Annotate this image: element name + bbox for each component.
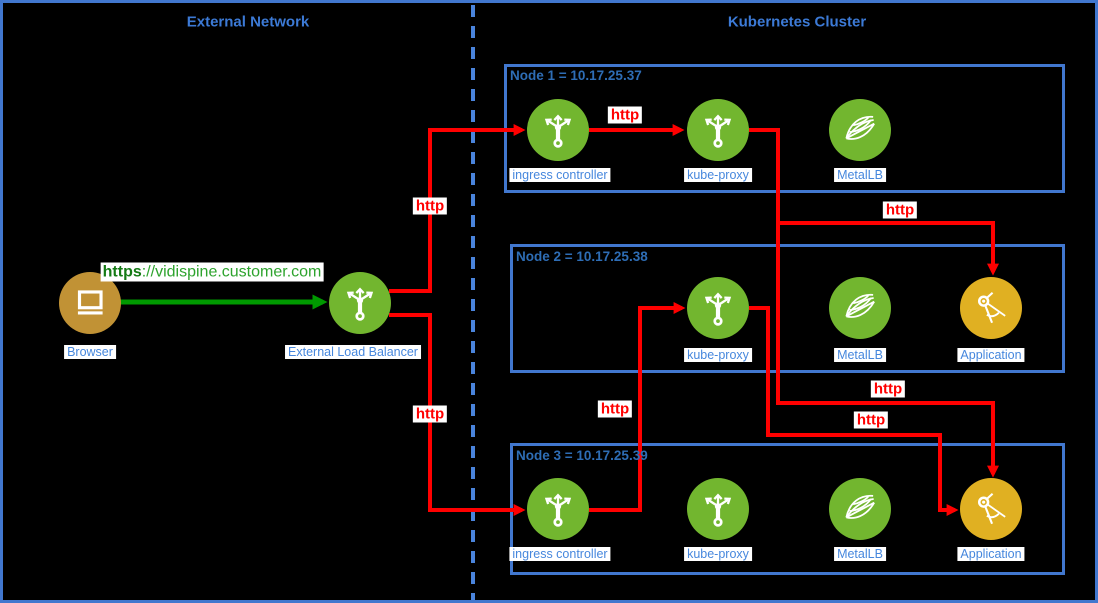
node1-metallb-node [829, 99, 891, 161]
external-load-balancer-node [329, 272, 391, 334]
ingress-controller-icon [537, 109, 579, 151]
http-label-elb-node1: http [412, 197, 448, 215]
application-icon [970, 287, 1012, 329]
browser-node [59, 272, 121, 334]
node3-metallb-node [829, 478, 891, 540]
node2-application-node [960, 277, 1022, 339]
node2-kube-proxy-label: kube-proxy [684, 348, 752, 362]
node3-application-label: Application [957, 547, 1025, 561]
node1-ingress-controller-label: ingress controller [509, 168, 611, 182]
node3-ingress-controller-node [527, 478, 589, 540]
external-load-balancer-label: External Load Balancer [285, 345, 421, 359]
node2-metallb-node [829, 277, 891, 339]
https-host: ://vidispine.customer.com [141, 263, 322, 281]
http-label-node1-to-node3-app: http [870, 380, 906, 398]
metallb-icon [839, 287, 881, 329]
node3-title: Node 3 = 10.17.25.39 [516, 448, 648, 463]
node1-kube-proxy-label: kube-proxy [684, 168, 752, 182]
ingress-controller-icon [537, 488, 579, 530]
node1-kube-proxy-node [687, 99, 749, 161]
node3-application-node [960, 478, 1022, 540]
http-label-node2-to-node3-app: http [853, 411, 889, 429]
kubernetes-cluster-title: Kubernetes Cluster [727, 13, 867, 31]
http-label-elb-node3: http [412, 405, 448, 423]
browser-label: Browser [64, 345, 116, 359]
node1-metallb-label: MetalLB [834, 168, 886, 182]
http-label-node3-to-node2-kubeproxy: http [597, 400, 633, 418]
browser-icon [69, 282, 111, 324]
metallb-icon [839, 488, 881, 530]
https-url-label: https://vidispine.customer.com [100, 262, 324, 282]
external-network-title: External Network [186, 13, 310, 31]
node1-ingress-controller-node [527, 99, 589, 161]
edge-elb-to-node1-ingress [389, 124, 526, 293]
node3-kube-proxy-node [687, 478, 749, 540]
node3-metallb-label: MetalLB [834, 547, 886, 561]
kube-proxy-icon [697, 109, 739, 151]
node2-application-label: Application [957, 348, 1025, 362]
kube-proxy-icon [697, 488, 739, 530]
application-icon [970, 488, 1012, 530]
http-label-node1-to-node2-app: http [882, 201, 918, 219]
https-scheme: https [102, 263, 142, 281]
load-balancer-icon [339, 282, 381, 324]
node3-kube-proxy-label: kube-proxy [684, 547, 752, 561]
kube-proxy-icon [697, 287, 739, 329]
node2-metallb-label: MetalLB [834, 348, 886, 362]
node2-kube-proxy-node [687, 277, 749, 339]
metallb-icon [839, 109, 881, 151]
node2-title: Node 2 = 10.17.25.38 [516, 249, 648, 264]
node1-title: Node 1 = 10.17.25.37 [510, 68, 642, 83]
http-label-node1-ingress-kubeproxy: http [607, 106, 643, 124]
node3-ingress-controller-label: ingress controller [509, 547, 611, 561]
